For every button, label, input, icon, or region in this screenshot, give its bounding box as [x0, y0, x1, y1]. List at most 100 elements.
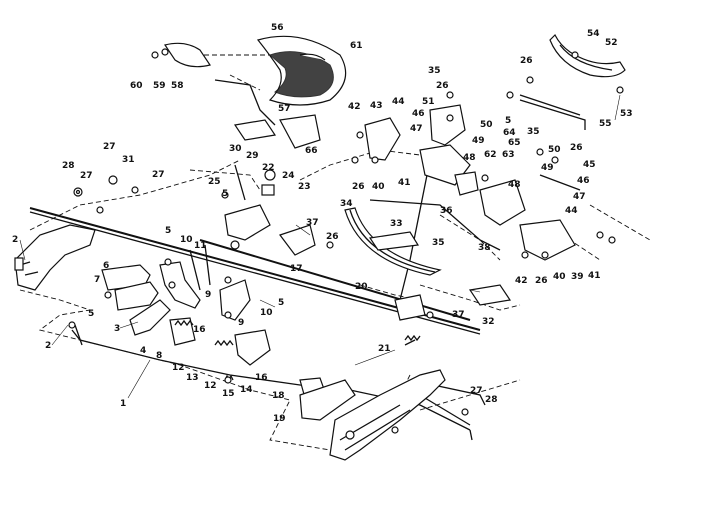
shield-assembly: [164, 35, 347, 149]
label-57: 57: [278, 104, 291, 114]
curved-guide: [344, 207, 442, 276]
label-46: 46: [577, 176, 590, 186]
label-50: 50: [548, 145, 561, 155]
label-66: 66: [305, 146, 318, 156]
label-37: 37: [452, 310, 465, 320]
label-12: 12: [204, 381, 217, 391]
label-46: 46: [412, 109, 425, 119]
label-47: 47: [410, 124, 423, 134]
label-50: 50: [480, 120, 493, 130]
label-62: 62: [484, 150, 497, 160]
label-44: 44: [565, 206, 578, 216]
label-26: 26: [535, 276, 548, 286]
label-30: 30: [229, 144, 242, 154]
label-54: 54: [587, 29, 600, 39]
label-19: 19: [273, 414, 286, 424]
label-27: 27: [103, 142, 116, 152]
label-59: 59: [153, 81, 166, 91]
label-36: 36: [440, 206, 453, 216]
label-5: 5: [505, 116, 511, 126]
label-42: 42: [348, 102, 361, 112]
left-frame-bracket: [14, 224, 96, 291]
label-35: 35: [527, 127, 540, 137]
label-11: 11: [194, 241, 207, 251]
label-2: 2: [12, 235, 18, 245]
label-45: 45: [583, 160, 596, 170]
label-51: 51: [422, 97, 435, 107]
label-48: 48: [463, 153, 476, 163]
label-14: 14: [240, 385, 253, 395]
label-5: 5: [278, 298, 284, 308]
label-29: 29: [246, 151, 259, 161]
label-58: 58: [171, 81, 184, 91]
label-5: 5: [88, 309, 94, 319]
label-26: 26: [436, 81, 449, 91]
label-47: 47: [573, 192, 586, 202]
label-2: 2: [45, 341, 51, 351]
label-5: 5: [222, 189, 228, 199]
label-8: 8: [156, 351, 162, 361]
label-52: 52: [605, 38, 618, 48]
label-16: 16: [255, 373, 268, 383]
label-26: 26: [352, 182, 365, 192]
label-10: 10: [180, 235, 193, 245]
label-55: 55: [599, 119, 612, 129]
label-63: 63: [502, 150, 515, 160]
label-16: 16: [193, 325, 206, 335]
label-60: 60: [130, 81, 143, 91]
label-24: 24: [282, 171, 295, 181]
lower-right-frame: [329, 369, 446, 461]
label-38: 38: [478, 243, 491, 253]
label-7: 7: [94, 275, 100, 285]
label-53: 53: [620, 109, 633, 119]
label-1: 1: [120, 399, 126, 409]
label-40: 40: [372, 182, 385, 192]
label-27: 27: [152, 170, 165, 180]
label-64: 64: [503, 128, 516, 138]
label-12: 12: [172, 363, 185, 373]
label-43: 43: [370, 101, 383, 111]
rod-36: [399, 159, 431, 301]
label-48: 48: [508, 180, 521, 190]
label-26: 26: [326, 232, 339, 242]
rod-45: [539, 174, 581, 191]
levers: [129, 204, 576, 421]
label-56: 56: [271, 23, 284, 33]
lower-cross-shaft: [199, 239, 471, 321]
label-65: 65: [508, 138, 521, 148]
label-9: 9: [238, 318, 244, 328]
hardware: [68, 48, 624, 416]
rod-30: [234, 164, 246, 201]
label-27: 27: [80, 171, 93, 181]
label-41: 41: [588, 271, 601, 281]
label-28: 28: [485, 395, 498, 405]
label-61: 61: [350, 41, 363, 51]
label-44: 44: [392, 97, 405, 107]
label-49: 49: [541, 163, 554, 173]
label-31: 31: [122, 155, 135, 165]
center-brackets: [364, 104, 526, 226]
label-10: 10: [260, 308, 273, 318]
label-4: 4: [140, 346, 146, 356]
label-17: 17: [290, 264, 303, 274]
leader-lines: [19, 94, 621, 399]
label-25: 25: [208, 177, 221, 187]
label-18: 18: [272, 391, 285, 401]
label-33: 33: [390, 219, 403, 229]
label-20: 20: [355, 282, 368, 292]
label-39: 39: [571, 272, 584, 282]
rod-rear: [519, 94, 581, 116]
cam-blocks: [101, 264, 326, 399]
label-40: 40: [553, 272, 566, 282]
label-42: 42: [515, 276, 528, 286]
label-37: 37: [306, 218, 319, 228]
label-35: 35: [432, 238, 445, 248]
label-28: 28: [62, 161, 75, 171]
label-35: 35: [428, 66, 441, 76]
label-26: 26: [570, 143, 583, 153]
part-labels: 1 2 2 3 4 5 5 5 5 5 6 7 8 9 9 10 10 11 1…: [12, 23, 633, 424]
label-34: 34: [340, 199, 353, 209]
label-3: 3: [114, 324, 120, 334]
label-6: 6: [103, 261, 109, 271]
